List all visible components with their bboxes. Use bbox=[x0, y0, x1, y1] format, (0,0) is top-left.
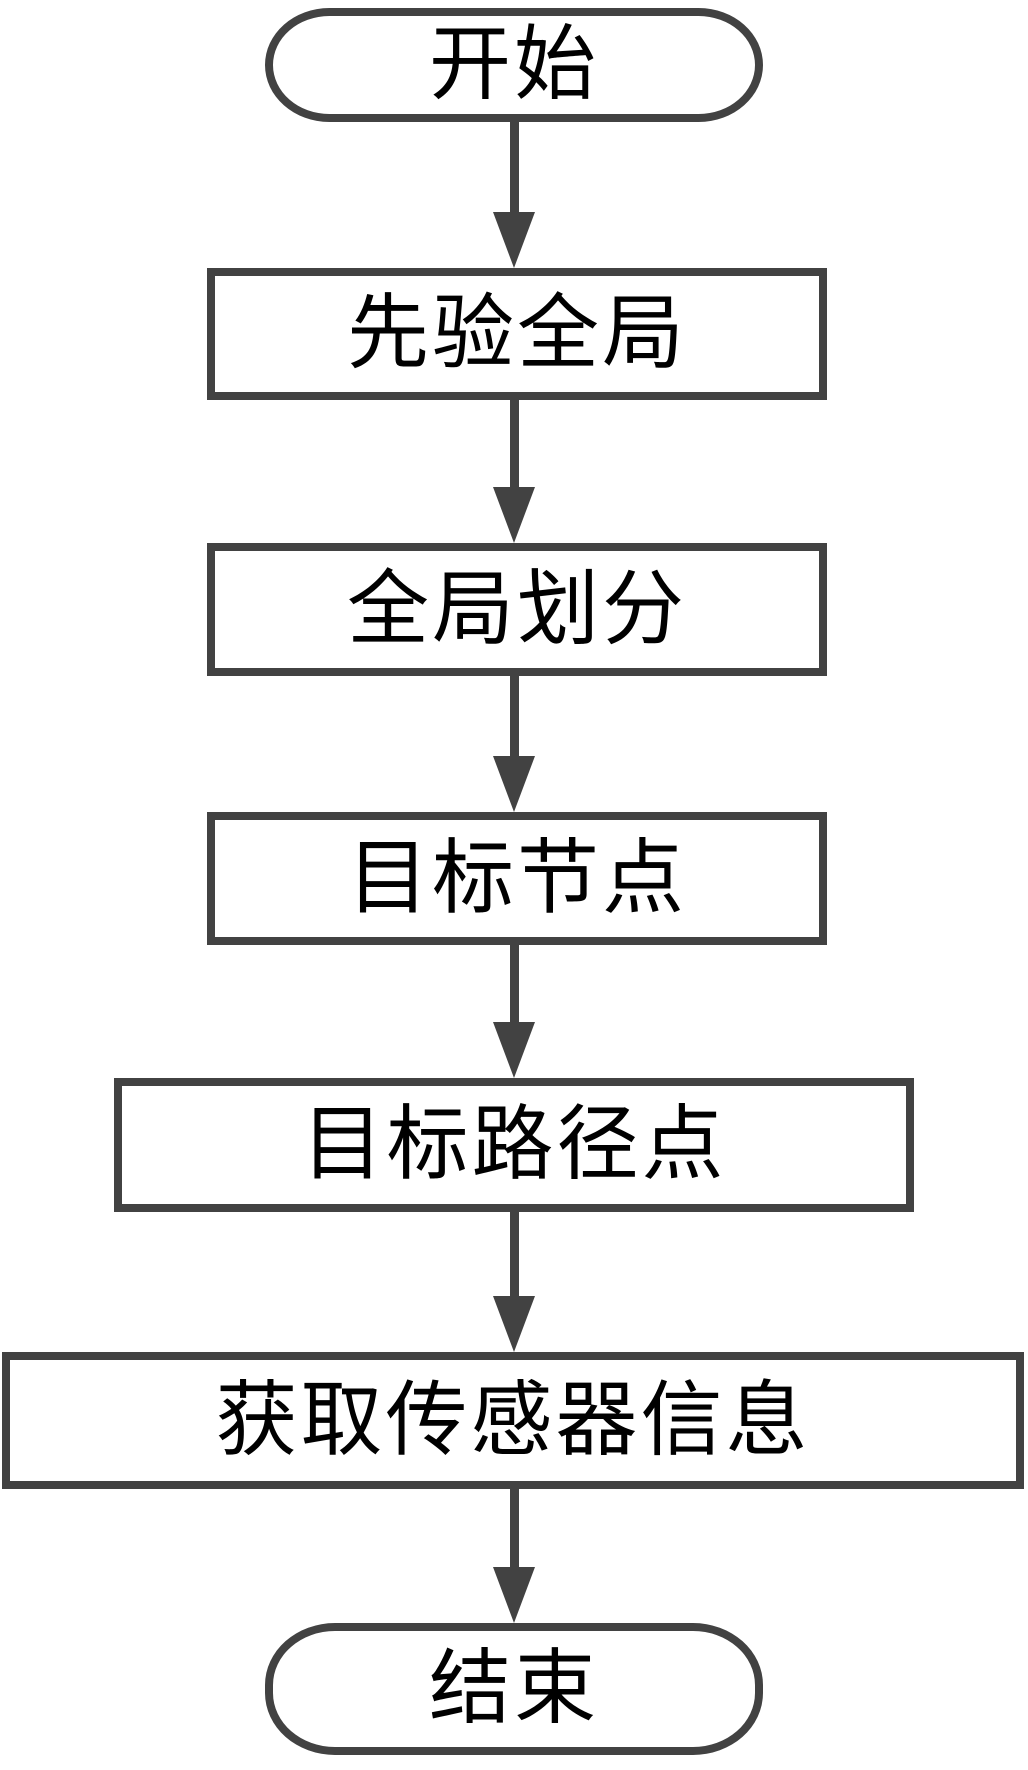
flow-node-step-1-label: 先验全局 bbox=[346, 288, 687, 379]
flow-node-start: 开始 bbox=[265, 8, 763, 122]
arrow-shaft bbox=[509, 122, 519, 212]
flow-arrow-down-icon bbox=[493, 122, 535, 268]
flow-arrow-down-icon bbox=[493, 400, 535, 543]
flow-arrow-down-icon bbox=[493, 676, 535, 812]
flow-node-end-label: 结束 bbox=[428, 1643, 599, 1734]
arrow-shaft bbox=[509, 1489, 519, 1567]
flow-node-step-5: 获取传感器信息 bbox=[2, 1352, 1024, 1489]
flow-arrow-down-icon bbox=[493, 945, 535, 1078]
flow-arrow-down-icon bbox=[493, 1212, 535, 1352]
flow-node-step-5-label: 获取传感器信息 bbox=[215, 1374, 811, 1466]
flow-node-step-3: 目标节点 bbox=[207, 812, 827, 945]
arrow-shaft bbox=[509, 945, 519, 1022]
arrow-head bbox=[493, 212, 535, 268]
arrow-head bbox=[493, 1296, 535, 1352]
flow-node-start-label: 开始 bbox=[428, 19, 599, 110]
flow-arrow-down-icon bbox=[493, 1489, 535, 1623]
arrow-head bbox=[493, 1567, 535, 1623]
flow-node-step-2-label: 全局划分 bbox=[346, 563, 687, 655]
arrow-shaft bbox=[509, 1212, 519, 1296]
arrow-head bbox=[493, 1022, 535, 1078]
flow-node-step-4-label: 目标路径点 bbox=[301, 1099, 727, 1190]
arrow-shaft bbox=[509, 400, 519, 487]
arrow-head bbox=[493, 487, 535, 543]
flow-node-step-1: 先验全局 bbox=[207, 268, 827, 400]
arrow-head bbox=[493, 756, 535, 812]
arrow-shaft bbox=[509, 676, 519, 756]
flow-node-step-2: 全局划分 bbox=[207, 543, 827, 676]
flow-node-step-4: 目标路径点 bbox=[114, 1078, 914, 1212]
flow-node-step-3-label: 目标节点 bbox=[346, 832, 687, 924]
flow-node-end: 结束 bbox=[265, 1623, 763, 1755]
